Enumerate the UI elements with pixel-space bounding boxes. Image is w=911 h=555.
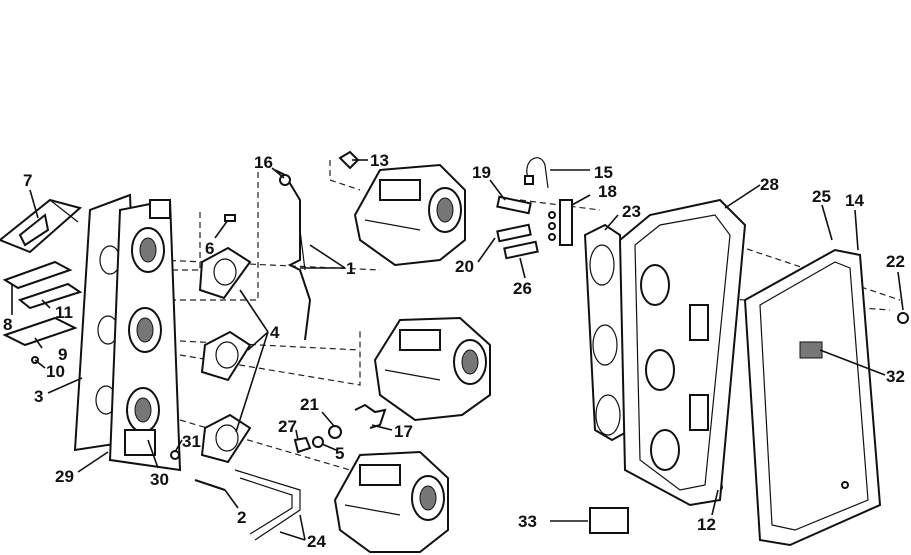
callout-13: 13 <box>370 151 389 170</box>
linkage-rod-1 <box>274 169 312 341</box>
callout-4: 4 <box>270 323 280 342</box>
callout-1: 1 <box>346 259 355 278</box>
callout-24: 24 <box>307 532 326 551</box>
leader-lines <box>11 159 904 541</box>
callout-6: 6 <box>205 239 214 258</box>
carburetor-upper <box>353 163 466 267</box>
callout-16: 16 <box>254 153 273 172</box>
callout-9: 9 <box>58 345 67 364</box>
callout-26: 26 <box>513 279 532 298</box>
callout-31: 31 <box>182 432 201 451</box>
reed-block-7 <box>0 198 83 254</box>
callout-32: 32 <box>886 367 905 386</box>
carburetor-middle <box>373 316 491 422</box>
fuel-line-24 <box>234 469 301 541</box>
callout-20: 20 <box>455 257 474 276</box>
callout-33: 33 <box>518 512 537 531</box>
callout-18: 18 <box>598 182 617 201</box>
callout-23: 23 <box>622 202 641 221</box>
callout-3: 3 <box>34 387 43 406</box>
callout-labels: 7 6 16 13 1 4 19 15 18 20 26 23 28 25 14… <box>3 151 905 551</box>
callout-14: 14 <box>845 191 864 210</box>
callout-21: 21 <box>300 395 319 414</box>
callout-7: 7 <box>23 171 32 190</box>
callout-2: 2 <box>237 508 246 527</box>
callout-17: 17 <box>394 422 413 441</box>
airbox-cover-14 <box>743 248 882 547</box>
callout-25: 25 <box>812 187 831 206</box>
callout-5: 5 <box>335 444 344 463</box>
callout-28: 28 <box>760 175 779 194</box>
callout-15: 15 <box>594 163 613 182</box>
callout-27: 27 <box>278 417 297 436</box>
reed-petals <box>2 260 83 364</box>
intake-manifold-29 <box>108 198 182 472</box>
callout-29: 29 <box>55 467 74 486</box>
callout-30: 30 <box>150 470 169 489</box>
carb-gaskets-4 <box>198 246 252 464</box>
label-plate-33 <box>589 507 629 534</box>
carburetor-lower <box>333 450 449 553</box>
callout-22: 22 <box>886 252 905 271</box>
callout-11: 11 <box>55 303 73 322</box>
callout-19: 19 <box>472 163 491 182</box>
hoses-and-fittings <box>496 157 573 260</box>
callout-8: 8 <box>3 315 12 334</box>
airbox-base-28 <box>618 198 747 507</box>
callout-10: 10 <box>46 362 65 381</box>
callout-12: 12 <box>697 515 716 534</box>
